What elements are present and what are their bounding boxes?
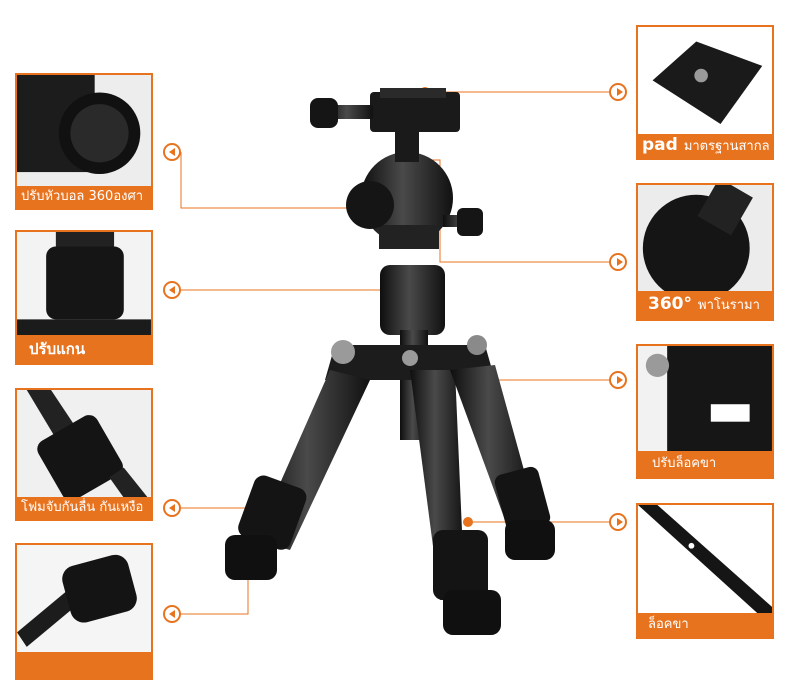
caption-panorama: 360° พาโนรามา: [638, 291, 772, 319]
caption-foot: [17, 652, 151, 678]
detail-panel-foot: [15, 543, 153, 680]
arrow-right-icon: [609, 371, 627, 389]
detail-panel-panorama: 360° พาโนรามา: [636, 183, 774, 321]
detail-panel-column: ปรับแกน: [15, 230, 153, 365]
detail-panel-leglock: ปรับล็อคขา: [636, 344, 774, 479]
caption-leglock: ปรับล็อคขา: [638, 451, 772, 477]
caption-panorama-strong: 360°: [648, 294, 692, 314]
arrow-right-icon: [609, 83, 627, 101]
caption-pad-strong: pad: [642, 135, 678, 155]
detail-panel-ballhead: ปรับหัวบอล 360องศา: [15, 73, 153, 210]
tripod-photo: [225, 88, 555, 635]
arrow-left-icon: [163, 143, 181, 161]
caption-pad: pad มาตรฐานสากล: [638, 134, 772, 158]
caption-panorama-text: พาโนรามา: [698, 298, 760, 313]
arrow-left-icon: [163, 605, 181, 623]
arrow-left-icon: [163, 281, 181, 299]
detail-panel-legclip: ล็อคขา: [636, 503, 774, 639]
detail-panel-foam: โฟมจับกันลื่น กันเหงือ: [15, 388, 153, 521]
caption-legclip: ล็อคขา: [638, 613, 772, 637]
caption-foam: โฟมจับกันลื่น กันเหงือ: [17, 497, 151, 519]
arrow-right-icon: [609, 513, 627, 531]
detail-panel-pad: pad มาตรฐานสากล: [636, 25, 774, 160]
caption-ballhead: ปรับหัวบอล 360องศา: [17, 186, 151, 208]
arrow-right-icon: [609, 253, 627, 271]
ballhead-knob-photo: [17, 75, 151, 208]
caption-column: ปรับแกน: [17, 335, 151, 363]
caption-pad-text: มาตรฐานสากล: [683, 139, 770, 154]
arrow-left-icon: [163, 499, 181, 517]
